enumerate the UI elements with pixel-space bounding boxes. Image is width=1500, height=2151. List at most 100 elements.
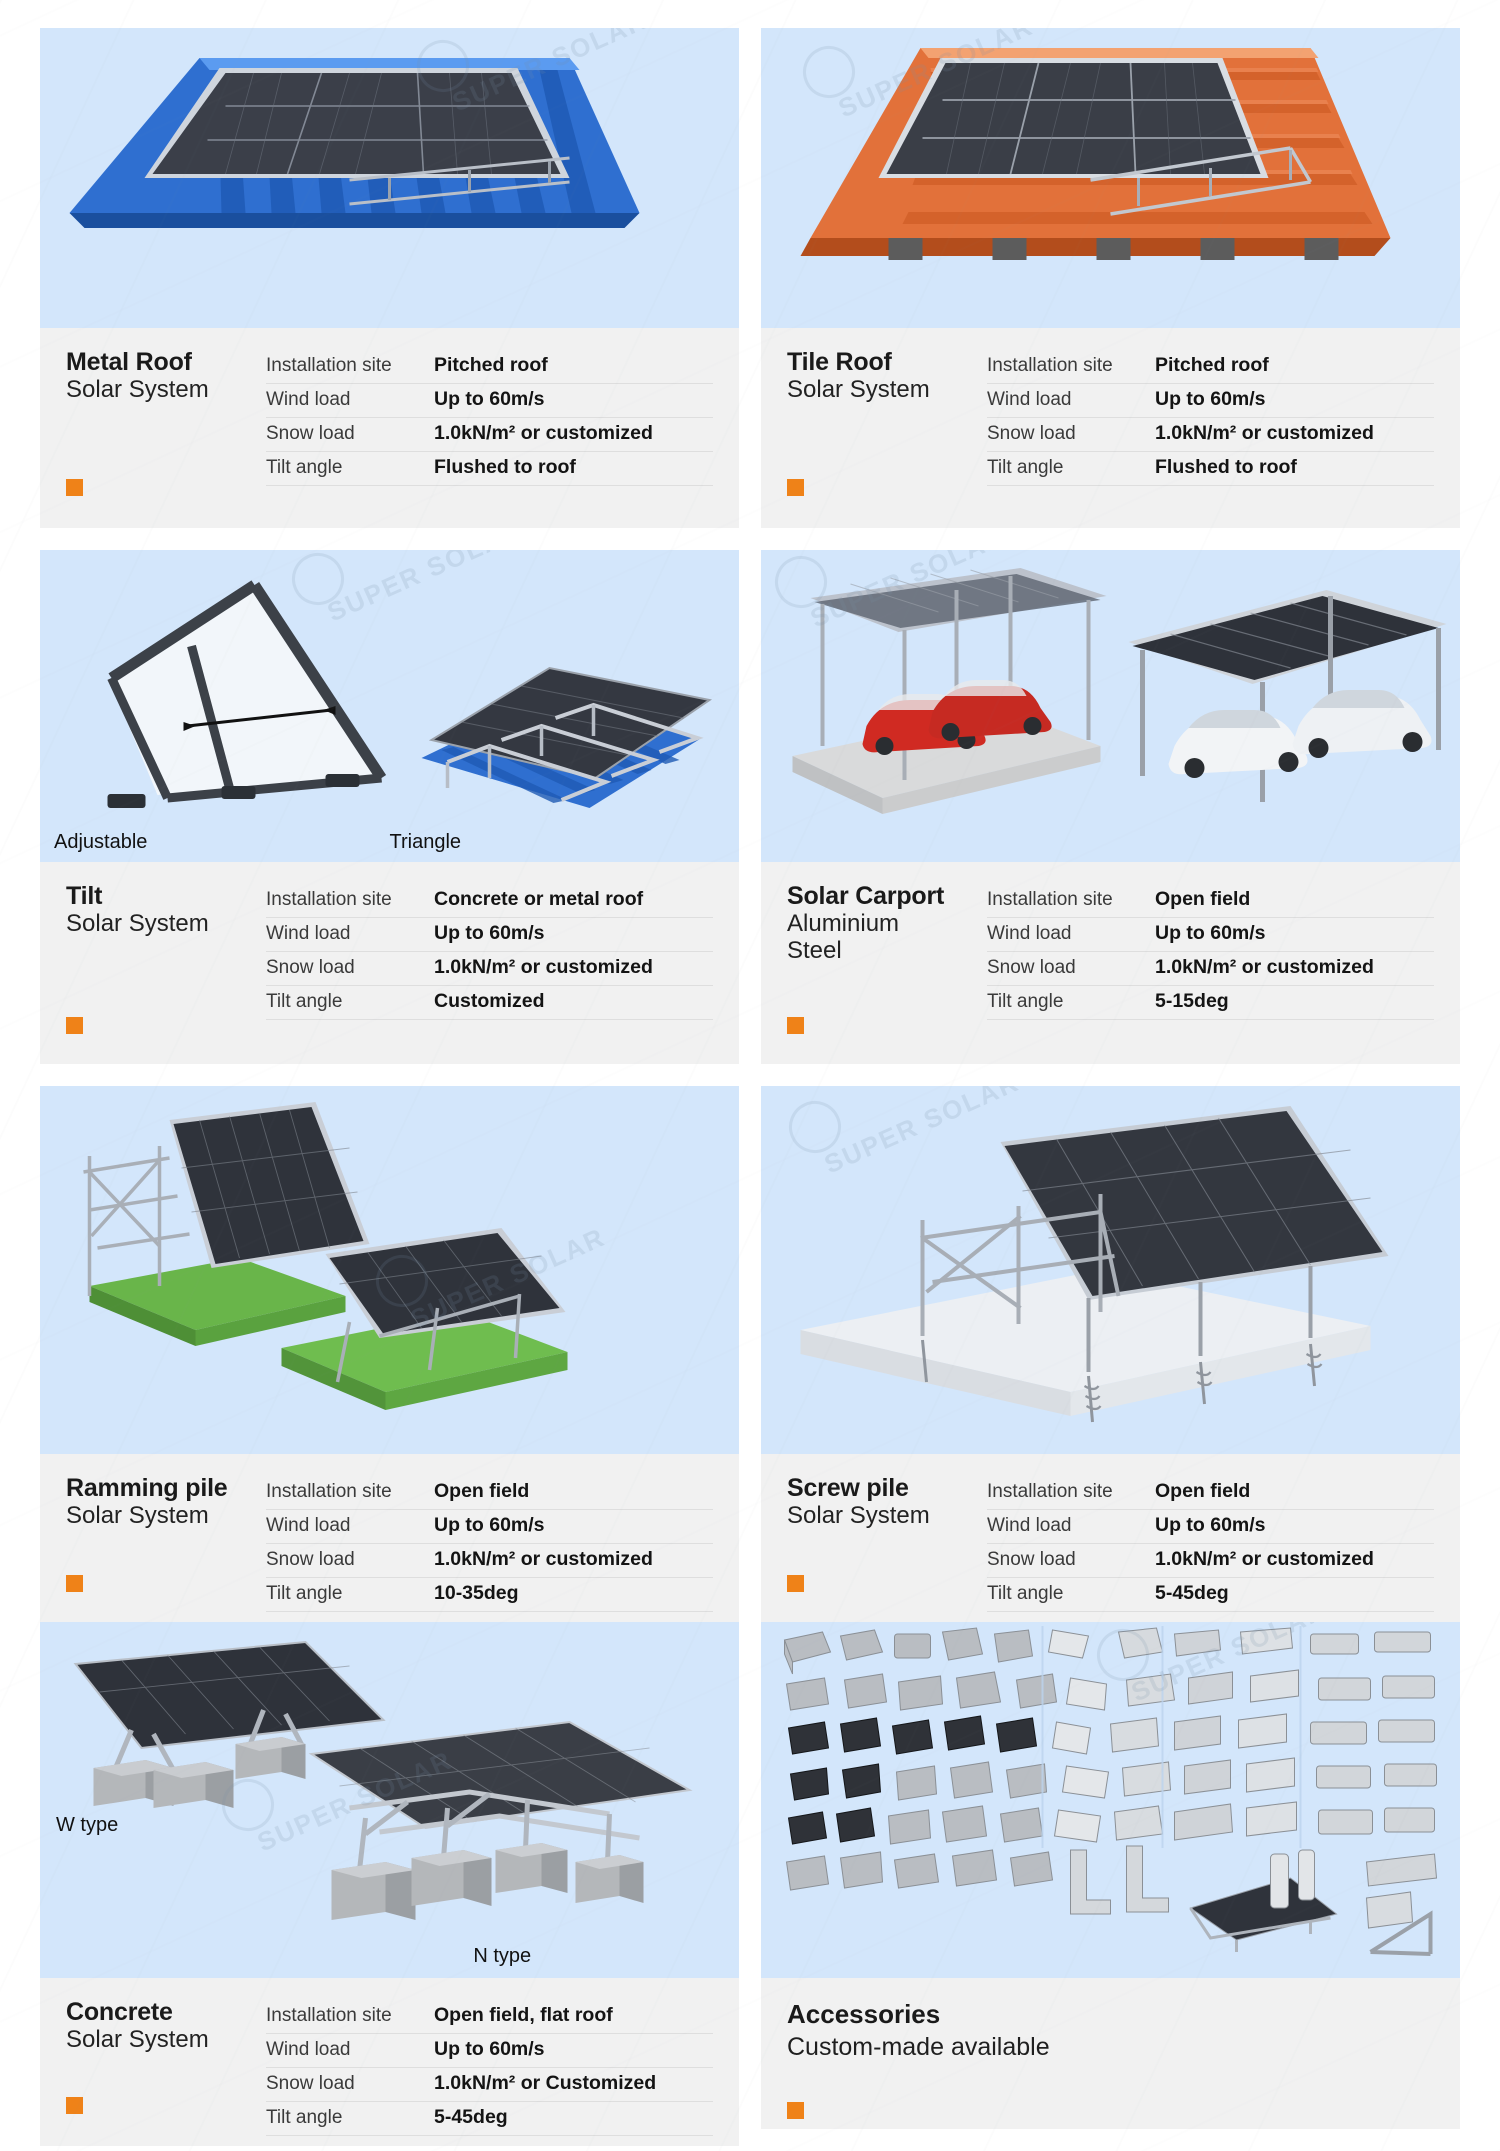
- spec-row: Installation site Concrete or metal roof: [266, 884, 713, 918]
- product-image-screw-pile: SUPER SOLAR: [761, 1086, 1460, 1454]
- spec-label: Installation site: [987, 355, 1113, 376]
- spec-value: Concrete or metal roof: [434, 888, 644, 910]
- image-caption-n-type: N type: [473, 1945, 532, 1967]
- spec-label: Installation site: [266, 889, 392, 910]
- product-card-screw-pile[interactable]: SUPER SOLAR Screw pile Solar System Inst…: [761, 1086, 1460, 1622]
- product-card-solar-carport[interactable]: SUPER SOLAR Solar Carport Aluminium Stee…: [761, 550, 1460, 1064]
- product-subtitle: Solar System: [787, 376, 930, 403]
- spec-row: Snow load 1.0kN/m² or customized: [266, 952, 713, 986]
- title-column: Tilt Solar System: [66, 882, 266, 1054]
- spec-row: Wind load Up to 60m/s: [987, 1510, 1434, 1544]
- spec-value: Open field, flat roof: [434, 2004, 613, 2026]
- spec-label: Installation site: [266, 1481, 392, 1502]
- image-caption-adjustable: Adjustable: [54, 831, 148, 853]
- product-image-tilt: SUPER SOLAR Adjustable Triangle: [40, 550, 739, 862]
- spec-value: 5-45deg: [1155, 1582, 1229, 1604]
- spec-row: Installation site Pitched roof: [266, 350, 713, 384]
- spec-panel-concrete: Concrete Solar System Installation site …: [40, 1978, 739, 2146]
- spec-row: Tilt angle 5-45deg: [987, 1578, 1434, 1612]
- image-caption-w-type: W type: [56, 1814, 119, 1837]
- spec-row: Wind load Up to 60m/s: [987, 918, 1434, 952]
- product-title: Screw pile: [787, 1474, 909, 1502]
- solar-carport-illustration: SUPER SOLAR: [761, 550, 1460, 862]
- spec-panel-tile-roof: Tile Roof Solar System Installation site…: [761, 328, 1460, 528]
- spec-table: Installation site Open field, flat roof …: [266, 1998, 713, 2136]
- product-title: Concrete: [66, 1998, 173, 2026]
- spec-value: 1.0kN/m² or customized: [434, 956, 653, 978]
- spec-label: Installation site: [266, 2005, 392, 2026]
- tile-roof-illustration: SUPER SOLAR: [761, 28, 1460, 328]
- spec-value: 1.0kN/m² or customized: [1155, 422, 1374, 444]
- product-image-metal-roof: SUPER SOLAR: [40, 28, 739, 328]
- spec-value: Up to 60m/s: [434, 1514, 545, 1536]
- spec-row: Wind load Up to 60m/s: [266, 918, 713, 952]
- image-caption-triangle: Triangle: [389, 831, 462, 853]
- spec-panel-screw-pile: Screw pile Solar System Installation sit…: [761, 1454, 1460, 1622]
- product-card-metal-roof[interactable]: SUPER SOLAR Metal Roof Solar System Inst…: [40, 28, 739, 528]
- spec-row: Tilt angle 10-35deg: [266, 1578, 713, 1612]
- spec-value: 5-45deg: [434, 2106, 508, 2128]
- spec-label: Snow load: [987, 1549, 1076, 1570]
- spec-value: Pitched roof: [434, 354, 548, 376]
- product-title: Metal Roof: [66, 348, 192, 376]
- spec-row: Wind load Up to 60m/s: [266, 384, 713, 418]
- product-card-tilt[interactable]: SUPER SOLAR Adjustable Triangle Tilt Sol…: [40, 550, 739, 1064]
- accent-square-marker: [66, 2097, 83, 2114]
- product-image-accessories: SUPER SOLAR: [761, 1622, 1460, 1978]
- product-card-ramming-pile[interactable]: SUPER SOLAR Ramming pile Solar System In…: [40, 1086, 739, 1622]
- product-subtitle: Aluminium: [787, 910, 900, 937]
- product-subtitle: Solar System: [66, 376, 209, 403]
- spec-label: Snow load: [266, 423, 355, 444]
- spec-label: Wind load: [266, 389, 351, 410]
- spec-value: 10-35deg: [434, 1582, 519, 1604]
- spec-table: Installation site Open field Wind load U…: [987, 1474, 1434, 1612]
- product-image-concrete: SUPER SOLAR W type N type: [40, 1622, 739, 1978]
- title-column: Concrete Solar System: [66, 1998, 266, 2136]
- product-image-tile-roof: SUPER SOLAR: [761, 28, 1460, 328]
- spec-label: Wind load: [987, 923, 1072, 944]
- spec-row: Snow load 1.0kN/m² or customized: [266, 418, 713, 452]
- spec-row: Tilt angle Customized: [266, 986, 713, 1020]
- spec-value: Flushed to roof: [434, 456, 576, 478]
- spec-row: Installation site Open field: [987, 1476, 1434, 1510]
- product-card-tile-roof[interactable]: SUPER SOLAR Tile Roof Solar System Insta…: [761, 28, 1460, 528]
- spec-row: Installation site Open field, flat roof: [266, 2000, 713, 2034]
- product-card-accessories[interactable]: SUPER SOLAR Accessories Custom-made avai…: [761, 1622, 1460, 2129]
- spec-row: Installation site Open field: [987, 884, 1434, 918]
- spec-value: 1.0kN/m² or customized: [1155, 1548, 1374, 1570]
- title-column: Metal Roof Solar System: [66, 348, 266, 518]
- spec-table: Installation site Pitched roof Wind load…: [987, 348, 1434, 518]
- product-subtitle: Solar System: [787, 1502, 930, 1529]
- spec-row: Snow load 1.0kN/m² or customized: [987, 1544, 1434, 1578]
- product-title: Tile Roof: [787, 348, 892, 376]
- product-title: Ramming pile: [66, 1474, 228, 1502]
- accessories-illustration: SUPER SOLAR: [761, 1622, 1460, 1978]
- spec-value: 5-15deg: [1155, 990, 1229, 1012]
- spec-value: Open field: [1155, 1480, 1251, 1502]
- spec-row: Wind load Up to 60m/s: [266, 1510, 713, 1544]
- spec-label: Tilt angle: [266, 457, 343, 478]
- spec-value: Up to 60m/s: [434, 922, 545, 944]
- title-column: Tile Roof Solar System: [787, 348, 987, 518]
- product-card-concrete[interactable]: SUPER SOLAR W type N type Concrete Solar…: [40, 1622, 739, 2146]
- spec-row: Installation site Open field: [266, 1476, 713, 1510]
- spec-value: Flushed to roof: [1155, 456, 1297, 478]
- concrete-illustration: SUPER SOLAR W type N type: [40, 1622, 739, 1978]
- spec-label: Tilt angle: [987, 991, 1064, 1012]
- title-column: Screw pile Solar System: [787, 1474, 987, 1612]
- spec-row: Snow load 1.0kN/m² or Customized: [266, 2068, 713, 2102]
- product-subtitle-2: Steel: [787, 937, 842, 965]
- spec-value: Open field: [434, 1480, 530, 1502]
- spec-value: Up to 60m/s: [1155, 1514, 1266, 1536]
- spec-value: Up to 60m/s: [434, 2038, 545, 2060]
- spec-table: Installation site Open field Wind load U…: [266, 1474, 713, 1612]
- product-grid: SUPER SOLAR Metal Roof Solar System Inst…: [40, 28, 1460, 2146]
- spec-label: Installation site: [987, 1481, 1113, 1502]
- product-subtitle: Solar System: [66, 2026, 209, 2053]
- tilt-illustration: SUPER SOLAR Adjustable Triangle: [40, 550, 739, 862]
- spec-row: Tilt angle 5-15deg: [987, 986, 1434, 1020]
- spec-label: Tilt angle: [987, 1583, 1064, 1604]
- spec-label: Tilt angle: [987, 457, 1064, 478]
- spec-label: Wind load: [266, 923, 351, 944]
- spec-table: Installation site Pitched roof Wind load…: [266, 348, 713, 518]
